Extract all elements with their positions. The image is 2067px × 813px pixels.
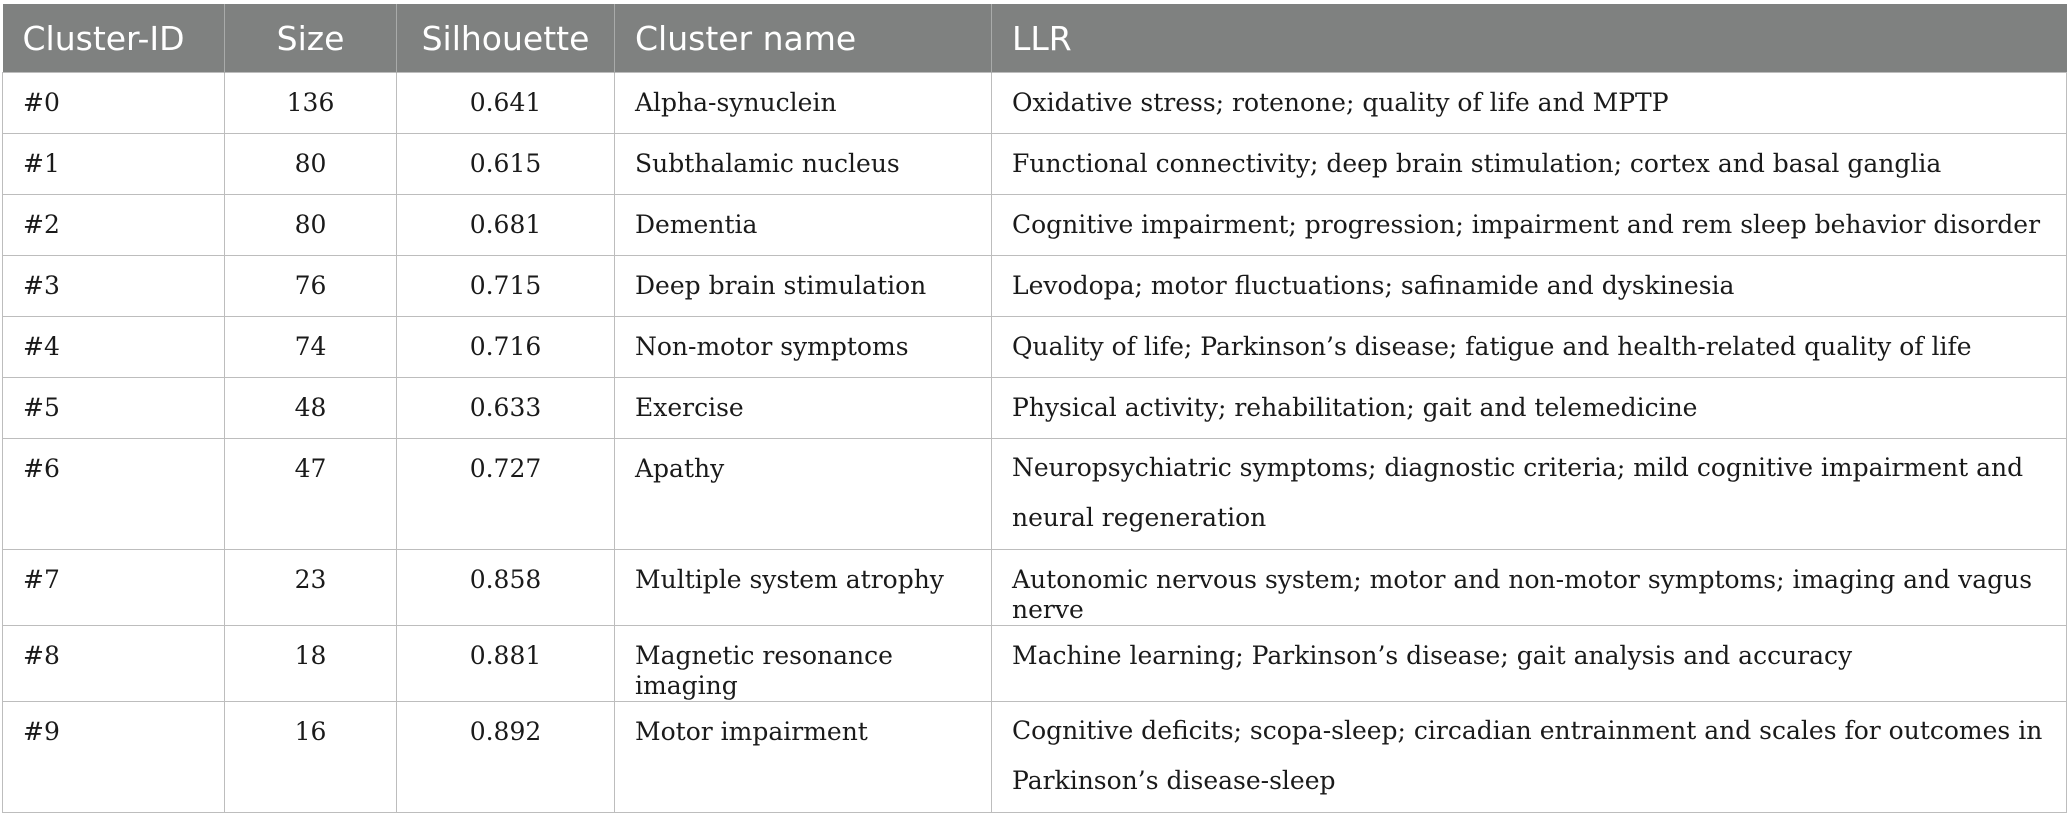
cell-size: 74 [224, 316, 397, 378]
cell-silhouette: 0.716 [396, 316, 615, 378]
cluster-table: Cluster-ID Size Silhouette Cluster name … [2, 4, 2067, 813]
cell-llr: Neuropsychiatric symptoms; diagnostic cr… [991, 438, 2067, 550]
table-row: #3 76 0.715 Deep brain stimulation Levod… [2, 255, 2067, 317]
cell-size: 136 [224, 72, 397, 134]
table-header: Cluster-ID Size Silhouette Cluster name … [2, 4, 2067, 73]
cell-cluster-name: Magnetic resonance imaging [614, 625, 992, 702]
cell-cluster-id: #4 [2, 316, 225, 378]
cell-size: 80 [224, 194, 397, 256]
cluster-table-container: Cluster-ID Size Silhouette Cluster name … [2, 4, 2067, 813]
table-row: #8 18 0.881 Magnetic resonance imaging M… [2, 625, 2067, 702]
cell-silhouette: 0.615 [396, 133, 615, 195]
cell-silhouette: 0.881 [396, 625, 615, 702]
cell-cluster-id: #6 [2, 438, 225, 550]
cell-size: 16 [224, 701, 397, 813]
cell-llr: Cognitive deficits; scopa-sleep; circadi… [991, 701, 2067, 813]
header-cluster-name: Cluster name [614, 4, 992, 73]
cell-cluster-name: Subthalamic nucleus [614, 133, 992, 195]
cell-llr: Cognitive impairment; progression; impai… [991, 194, 2067, 256]
cell-cluster-id: #5 [2, 377, 225, 439]
cell-cluster-id: #3 [2, 255, 225, 317]
cell-llr: Quality of life; Parkinson’s disease; fa… [991, 316, 2067, 378]
table-row: #0 136 0.641 Alpha-synuclein Oxidative s… [2, 72, 2067, 134]
cell-cluster-name: Non-motor symptoms [614, 316, 992, 378]
cell-llr: Functional connectivity; deep brain stim… [991, 133, 2067, 195]
cell-silhouette: 0.715 [396, 255, 615, 317]
table-row: #4 74 0.716 Non-motor symptoms Quality o… [2, 316, 2067, 378]
cell-size: 23 [224, 549, 397, 626]
cell-cluster-name: Apathy [614, 438, 992, 550]
cell-cluster-id: #2 [2, 194, 225, 256]
cell-size: 47 [224, 438, 397, 550]
header-row: Cluster-ID Size Silhouette Cluster name … [2, 4, 2067, 73]
cell-silhouette: 0.641 [396, 72, 615, 134]
cell-silhouette: 0.892 [396, 701, 615, 813]
cell-llr: Physical activity; rehabilitation; gait … [991, 377, 2067, 439]
cell-cluster-id: #0 [2, 72, 225, 134]
cell-cluster-name: Alpha-synuclein [614, 72, 992, 134]
cell-size: 48 [224, 377, 397, 439]
cell-size: 18 [224, 625, 397, 702]
table-row: #1 80 0.615 Subthalamic nucleus Function… [2, 133, 2067, 195]
table-row: #5 48 0.633 Exercise Physical activity; … [2, 377, 2067, 439]
cell-cluster-id: #8 [2, 625, 225, 702]
cell-cluster-name: Deep brain stimulation [614, 255, 992, 317]
cell-llr: Machine learning; Parkinson’s disease; g… [991, 625, 2067, 702]
cell-silhouette: 0.633 [396, 377, 615, 439]
header-silhouette: Silhouette [396, 4, 615, 73]
cell-cluster-id: #1 [2, 133, 225, 195]
cell-cluster-name: Exercise [614, 377, 992, 439]
cell-silhouette: 0.727 [396, 438, 615, 550]
cell-cluster-id: #7 [2, 549, 225, 626]
table-row: #9 16 0.892 Motor impairment Cognitive d… [2, 701, 2067, 813]
cell-silhouette: 0.858 [396, 549, 615, 626]
cell-size: 76 [224, 255, 397, 317]
table-row: #6 47 0.727 Apathy Neuropsychiatric symp… [2, 438, 2067, 550]
cell-silhouette: 0.681 [396, 194, 615, 256]
cell-cluster-id: #9 [2, 701, 225, 813]
header-cluster-id: Cluster-ID [2, 4, 225, 73]
table-row: #2 80 0.681 Dementia Cognitive impairmen… [2, 194, 2067, 256]
cell-llr: Levodopa; motor fluctuations; safinamide… [991, 255, 2067, 317]
header-size: Size [224, 4, 397, 73]
cell-cluster-name: Dementia [614, 194, 992, 256]
header-llr: LLR [991, 4, 2067, 73]
table-row: #7 23 0.858 Multiple system atrophy Auto… [2, 549, 2067, 626]
cell-cluster-name: Multiple system atrophy [614, 549, 992, 626]
cell-cluster-name: Motor impairment [614, 701, 992, 813]
cell-llr: Oxidative stress; rotenone; quality of l… [991, 72, 2067, 134]
cell-llr: Autonomic nervous system; motor and non-… [991, 549, 2067, 626]
cell-size: 80 [224, 133, 397, 195]
table-body: #0 136 0.641 Alpha-synuclein Oxidative s… [2, 72, 2067, 813]
